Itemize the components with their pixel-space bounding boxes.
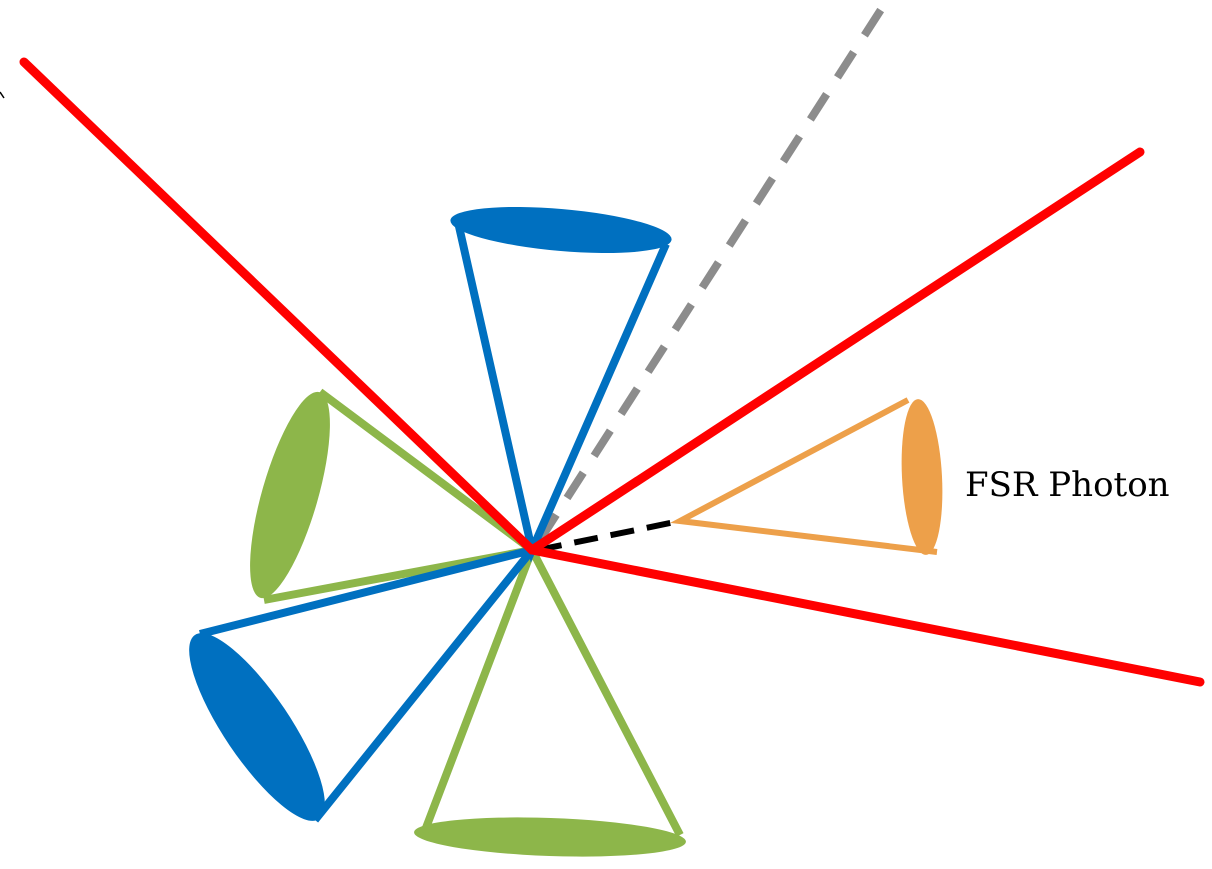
lepton-track — [527, 147, 1145, 555]
missing-momentum-dashed-line — [536, 5, 886, 543]
photon-link-dashed-line — [537, 518, 681, 553]
edge-tick-mark — [0, 91, 5, 99]
lepton-track — [527, 545, 1205, 687]
fsr-photon-cone — [670, 397, 943, 555]
lepton-track — [19, 57, 537, 555]
fsr-photon-label: FSR Photon — [965, 465, 1170, 505]
jet-cone-green-left — [250, 388, 542, 604]
jet-cone-green-bottom — [414, 540, 686, 857]
